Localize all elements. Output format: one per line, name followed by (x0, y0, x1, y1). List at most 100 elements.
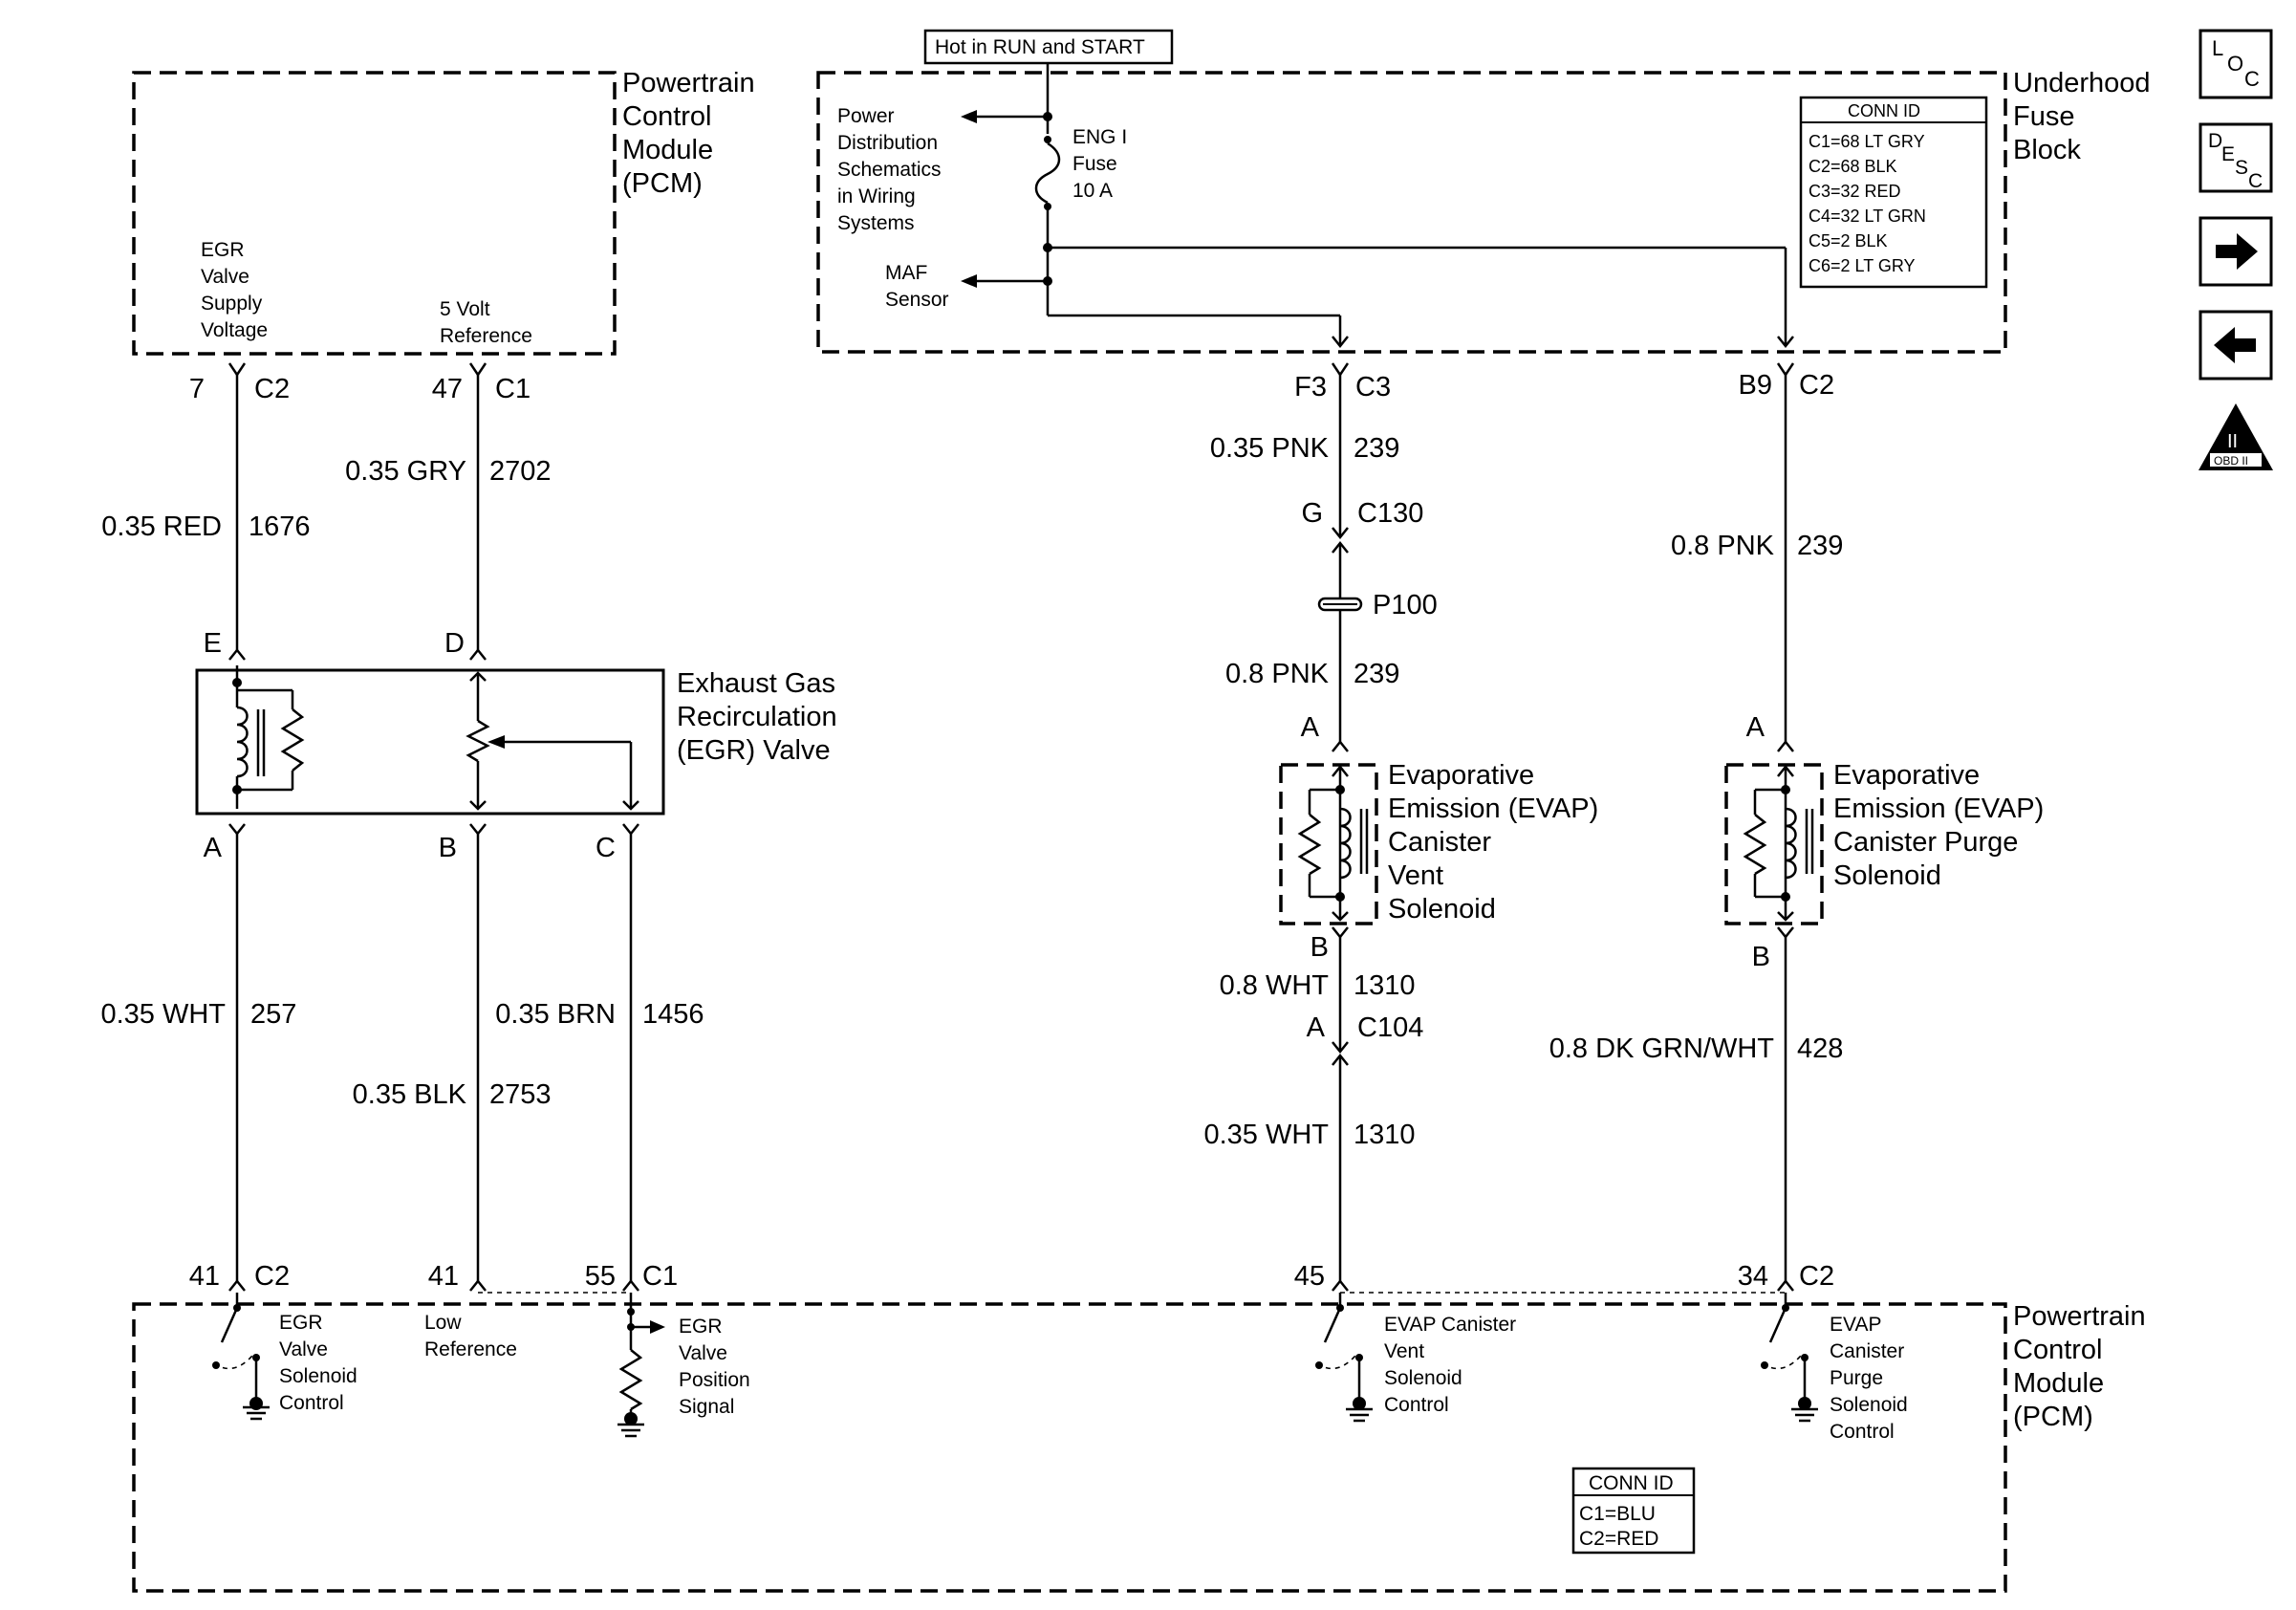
desc-icon-c: C (2248, 170, 2263, 192)
evap-vent-switch-icon (1315, 1293, 1373, 1423)
pin-c1a: C1 (495, 374, 531, 404)
purge-solenoid-label-1: Evaporative (1833, 760, 1980, 791)
vent-solenoid-label-3: Canister (1388, 827, 1491, 858)
evap-vent-ctrl-3: Solenoid (1384, 1367, 1462, 1389)
desc-icon-d: D (2208, 130, 2222, 152)
pin-c130: C130 (1357, 498, 1423, 529)
wire-gry-color: 0.35 GRY (345, 456, 466, 487)
fuse-conn-id-title: CONN ID (1848, 101, 1920, 120)
pin-a-c104: A (1307, 1012, 1326, 1043)
evap-vent-branch: 0.35 PNK 239 G C130 P100 0.8 PNK 239 A E… (1203, 362, 1598, 1292)
obd-ii-icon[interactable]: II OBD II (2199, 403, 2273, 470)
pin-7: 7 (189, 374, 205, 404)
wire-wht2-color: 0.8 WHT (1220, 970, 1330, 1001)
fuse-block-title-2: Fuse (2013, 101, 2074, 132)
wire-grn-color: 0.8 DK GRN/WHT (1549, 1033, 1775, 1064)
pin-45: 45 (1294, 1261, 1325, 1292)
wire-wht3-circuit: 1310 (1354, 1120, 1416, 1150)
egr-supply-label-3: Supply (201, 293, 263, 315)
vent-solenoid-label-1: Evaporative (1388, 760, 1534, 791)
wire-gry-circuit: 2702 (489, 456, 552, 487)
wire-wht-color: 0.35 WHT (100, 999, 226, 1030)
wire-pnk2-color: 0.8 PNK (1225, 659, 1330, 689)
vent-solenoid-label-2: Emission (EVAP) (1388, 794, 1598, 824)
fuse-conn-id-1: C1=68 LT GRY (1809, 132, 1925, 151)
wire-pnk1-circuit: 239 (1354, 433, 1399, 464)
evap-vent-ctrl-1: EVAP Canister (1384, 1314, 1516, 1336)
fuse-block-title-1: Underhood (2013, 68, 2151, 98)
underhood-fuse-block: Hot in RUN and START Underhood Fuse Bloc… (816, 29, 2151, 354)
purge-solenoid-label-2: Emission (EVAP) (1833, 794, 2044, 824)
power-dist-label-3: Schematics (837, 159, 942, 181)
evap-purge-ctrl-3: Purge (1830, 1367, 1883, 1389)
pcm-conn-id-title: CONN ID (1589, 1472, 1674, 1494)
evap-purge-switch-icon (1761, 1293, 1818, 1423)
wire-pnk1-color: 0.35 PNK (1210, 433, 1330, 464)
evap-purge-ctrl-5: Control (1830, 1421, 1895, 1443)
evap-vent-ctrl-4: Control (1384, 1394, 1449, 1416)
top-connector-pins: 7 C2 47 C1 F3 C3 B9 C2 (189, 370, 1834, 404)
loc-icon[interactable]: L O C (2199, 29, 2273, 99)
power-dist-label-5: Systems (837, 212, 915, 234)
pcm-bottom-module: Powertrain Control Module (PCM) 41 C2 41… (132, 1261, 2146, 1593)
egr-sol-ctrl-3: Solenoid (279, 1365, 357, 1387)
fuse-conn-id-3: C3=32 RED (1809, 182, 1901, 201)
pin-a-purge: A (1746, 712, 1765, 743)
egr-valve-label-1: Exhaust Gas (677, 668, 835, 699)
pcm-conn-id-table: CONN ID C1=BLU C2=RED (1571, 1467, 1696, 1555)
pin-c2a: C2 (254, 374, 290, 404)
pcm-conn-id-1: C1=BLU (1579, 1503, 1656, 1525)
pcm-top-title-4: (PCM) (622, 168, 703, 199)
wire-pnk3-circuit: 239 (1797, 531, 1843, 561)
loc-icon-l: L (2212, 36, 2223, 60)
egr-valve-label-3: (EGR) Valve (677, 735, 831, 766)
power-dist-label-2: Distribution (837, 132, 938, 154)
fuse-label-3: 10 A (1072, 180, 1113, 202)
prev-arrow-icon[interactable] (2199, 310, 2273, 381)
desc-icon[interactable]: D E S C (2199, 122, 2273, 193)
pcm-top-title-2: Control (622, 101, 712, 132)
pin-b-purge: B (1752, 942, 1770, 972)
obd-ii-numeral: II (2227, 431, 2238, 452)
fuse-conn-id-6: C6=2 LT GRY (1809, 256, 1916, 275)
pin-c1b: C1 (642, 1261, 678, 1292)
nav-icons: L O C D E S C II OBD II (2199, 29, 2273, 470)
maf-label-1: MAF (885, 262, 927, 284)
pcm-bottom-title-2: Control (2013, 1335, 2103, 1365)
pin-b-vent: B (1310, 932, 1329, 963)
splice-p100: P100 (1373, 590, 1438, 620)
wire-grn-circuit: 428 (1797, 1033, 1843, 1064)
egr-sol-ctrl-2: Valve (279, 1338, 328, 1360)
power-dist-label-4: in Wiring (837, 185, 916, 207)
purge-solenoid-label-4: Solenoid (1833, 860, 1941, 891)
fuse-label-2: Fuse (1072, 153, 1117, 175)
egr-pos-label-1: EGR (679, 1316, 723, 1338)
loc-icon-o: O (2227, 52, 2243, 76)
evap-purge-branch: 0.8 PNK 239 A Evaporative Emission (EVAP… (1549, 362, 2044, 1292)
next-arrow-icon[interactable] (2199, 216, 2273, 287)
hot-in-run-label: Hot in RUN and START (935, 36, 1145, 58)
pin-41b: 41 (428, 1261, 459, 1292)
vent-solenoid-label-5: Solenoid (1388, 894, 1496, 925)
fuse-conn-id-5: C5=2 BLK (1809, 231, 1888, 250)
pcm-bottom-title-4: (PCM) (2013, 1402, 2093, 1432)
fuse-conn-id-4: C4=32 LT GRN (1809, 207, 1926, 226)
pcm-top-module: Powertrain Control Module (PCM) EGR Valv… (132, 68, 755, 356)
egr-position-resistor-icon (617, 1293, 665, 1438)
power-dist-label-1: Power (837, 105, 895, 127)
wire-wht-circuit: 257 (250, 999, 296, 1030)
wire-brn-circuit: 1456 (642, 999, 704, 1030)
pin-55: 55 (585, 1261, 616, 1292)
wire-red-circuit: 1676 (249, 511, 311, 542)
evap-purge-ctrl-1: EVAP (1830, 1314, 1881, 1336)
egr-valve-label-2: Recirculation (677, 702, 837, 732)
pin-c2b: C2 (1799, 370, 1834, 401)
fuse-block-title-3: Block (2013, 135, 2081, 165)
pin-f3: F3 (1294, 372, 1327, 402)
pcm-bottom-title-1: Powertrain (2013, 1301, 2146, 1332)
evap-purge-ctrl-2: Canister (1830, 1340, 1904, 1362)
pin-c3: C3 (1355, 372, 1391, 402)
pin-e: E (204, 628, 222, 659)
pcm-top-title-1: Powertrain (622, 68, 755, 98)
